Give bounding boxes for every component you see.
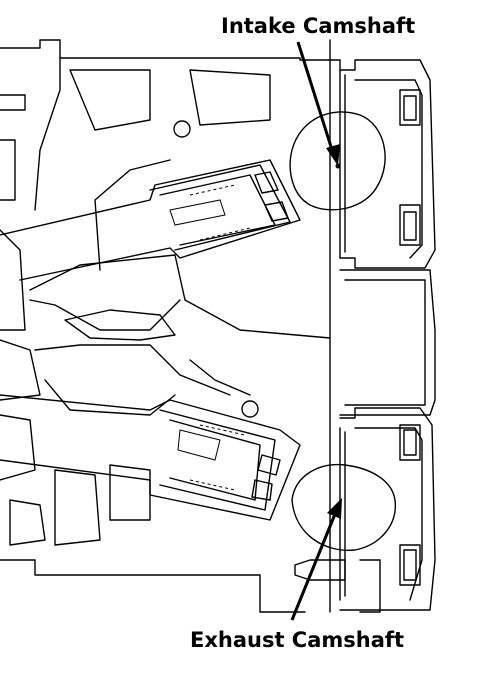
oil-passage-upper	[173, 120, 191, 138]
exhaust-cam-lobe	[291, 463, 396, 552]
oil-passage-lower	[241, 400, 259, 418]
exhaust-valve-assembly	[0, 394, 301, 521]
exhaust-leader-arrow	[290, 498, 342, 621]
head-casting	[0, 39, 331, 613]
intake-leader-arrow	[296, 41, 340, 166]
cam-cover	[294, 59, 436, 613]
exhaust-camshaft-label: Exhaust Camshaft	[190, 628, 405, 652]
intake-valve-assembly	[0, 159, 301, 281]
intake-cam-lobe	[289, 111, 386, 211]
intake-camshaft-label: Intake Camshaft	[221, 14, 416, 38]
port-webbing	[29, 159, 331, 416]
